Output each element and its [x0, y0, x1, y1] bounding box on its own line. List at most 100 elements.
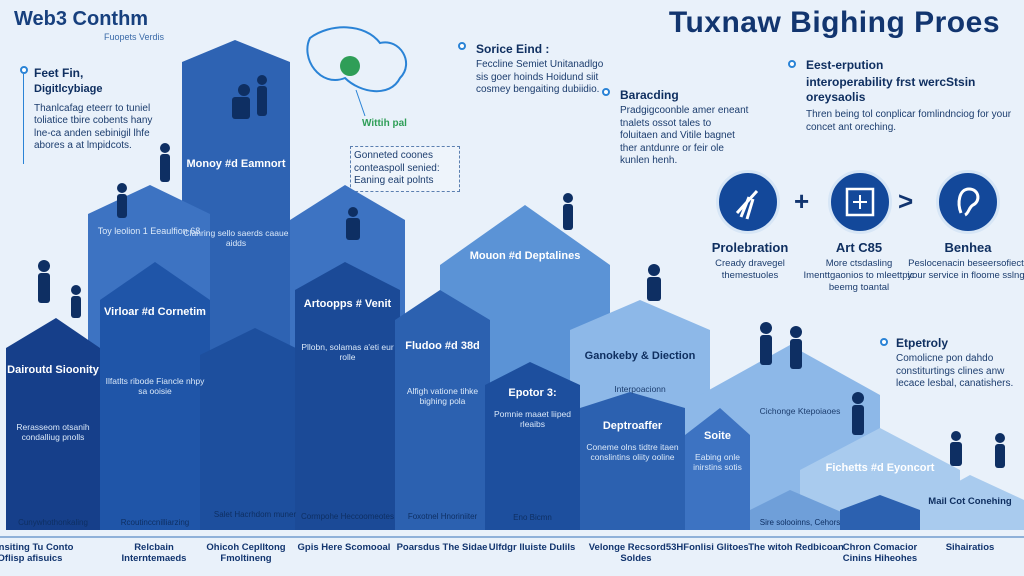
house-salet: Salet Hacrhdom muner	[200, 355, 310, 530]
compare-circle-3	[936, 170, 1000, 234]
house-fludoo-footer: Foxotnel Hnoriniiter	[407, 512, 478, 521]
house-monoy: Monoy #d Eamnort Clanring sello saerds c…	[182, 62, 290, 530]
house-deptroaffer: Deptroaffer Coneme olns tidtre itaen con…	[580, 408, 685, 530]
house-ganokeby: Ganokeby & Diection Interpoacionn	[570, 350, 710, 400]
note-branding: Baracding Pradgigcoonble amer eneant tna…	[620, 88, 750, 168]
house-epotor-title: Epotor 3:	[508, 387, 557, 399]
house-artoopps: Artoopps # Venit Pllobn, solamas a'eti e…	[295, 290, 400, 530]
note-gonneted-body: Gonneted coones conteaspoll senied: Eani…	[354, 150, 440, 186]
house-artoopps-title: Artoopps # Venit	[303, 298, 392, 310]
compare-title-3: Benhea	[944, 240, 992, 255]
house-soite-body: Eabing onle inirstins sotis	[693, 452, 742, 473]
houses-foreground	[6, 262, 920, 530]
pin-icon	[788, 60, 796, 68]
house-soite: Soite Eabing onle inirstins sotis	[685, 420, 750, 530]
house-monoy-body: Clanring sello saerds caaue aidds	[183, 228, 289, 249]
greater-operator: >	[898, 186, 914, 216]
ledger-icon	[845, 187, 875, 217]
note-feet-fin: Feet Fin, Digitlcybiage Thanlcafag eteer…	[34, 66, 164, 153]
house-soite-title: Soite	[704, 430, 731, 442]
connector-line	[23, 74, 24, 164]
note-etpetroly: Etpetroly Comolicne pon dahdo constiturt…	[896, 336, 1016, 391]
house-mouon: Mouon #d Deptalines	[440, 250, 610, 290]
compare-body-1: Cready dravegel themestuoles	[715, 258, 785, 281]
caption-7: Velonge Recsord53H Soldes	[588, 542, 684, 565]
note-sorice: Sorice Eind : Feccline Semiet Unitanadlg…	[476, 42, 606, 97]
house-dairoutd-body: Rerasseom otsanih condalliug pnolls	[16, 422, 90, 443]
ground-line	[0, 536, 1024, 538]
caption-5: Poarsdus The Sidae	[396, 542, 488, 553]
house-mouon-title: Mouon #d Deptalines	[469, 250, 581, 262]
note-etpetroly-body: Comolicne pon dahdo constiturtings cline…	[896, 353, 1014, 389]
main-title: Tuxnaw Bighing Proes	[668, 6, 1000, 39]
caption-8: Fonlisi Glitoes	[683, 542, 749, 553]
note-etpetroly-title: Etpetroly	[896, 336, 949, 350]
pin-icon	[880, 338, 888, 346]
house-ganokeby-title: Ganokeby & Diection	[584, 350, 696, 362]
house-dairoutd-footer: Cunywhothonkaling	[18, 518, 88, 527]
house-fichetts-title: Fichetts #d Eyoncort	[825, 462, 935, 474]
caption-9: The witoh Redbicoan	[748, 542, 844, 553]
within-label: Wittih pal	[362, 118, 407, 129]
brand-subtitle: Fuopets Verdis	[104, 32, 165, 42]
caption-4: Gpis Here Scomooal	[297, 542, 391, 553]
note-feet-fin-subtitle: Digitlcybiage	[34, 83, 103, 95]
house-virloar-body: Ilfatlts ribode Fiancle nhpy sa ooisie	[105, 376, 205, 397]
compare-title-2: Art C85	[835, 240, 883, 255]
house-cichonge-body: Cichonge Ktepoiaoes	[759, 406, 841, 416]
broom-icon	[735, 189, 759, 220]
house-ganokeby-body: Interpoacionn	[614, 384, 666, 394]
house-toy-leolion-body: Toy leolion 1 Eeaulfion 68	[97, 226, 201, 236]
house-dairoutd: Dairoutd Sioonity Rerasseom otsanih cond…	[6, 348, 100, 530]
house-fludoo-title: Fludoo #d 38d	[405, 340, 480, 352]
plus-operator: +	[794, 186, 810, 216]
pin-icon	[602, 88, 610, 96]
compare-body-2: More ctsdasling Imenttgaonios to mleettp…	[803, 258, 915, 293]
house-monoy-title: Monoy #d Eamnort	[186, 158, 286, 170]
house-artoopps-body: Pllobn, solamas a'eti eur rolle	[301, 342, 394, 363]
caption-10: Chron Comacior Cinins Hiheohes	[842, 542, 918, 565]
house-deptroaffer-title: Deptroaffer	[602, 420, 663, 432]
pin-icon	[458, 42, 466, 50]
note-branding-body: Pradgigcoonble amer eneant tnalets ossot…	[620, 105, 749, 166]
note-feet-fin-body: Thanlcafag eteerr to tuniel toliatice tb…	[34, 102, 153, 152]
house-deptroaffer-body: Coneme olns tidtre itaen conslintins oli…	[586, 442, 679, 463]
house-fludoo: Fludoo #d 38d Alfigh vatione tihke bighi…	[395, 320, 490, 530]
note-feet-fin-title: Feet Fin,	[34, 66, 84, 80]
house-toy-leolion: Toy leolion 1 Eeaulfion 68	[88, 214, 210, 530]
caption-6: Ulfdgr lluiste Dulils	[488, 542, 576, 553]
caption-3: Ohicoh Ceplltong Fmoltineng	[206, 542, 286, 565]
caption-1: Ponsiting Tu Conto Oflisp afisuics	[0, 542, 74, 565]
caption-2: Relcbain Interntemaeds	[121, 542, 187, 565]
house-artoopps-footer: Cormpohe Heccoomeotes	[301, 512, 394, 521]
note-sorice-body: Feccline Semiet Unitanadlgo sis goer hoi…	[476, 59, 604, 95]
brand-title: Web3 Conthm	[14, 8, 149, 30]
house-virloar-footer: Rcoutinccnilliarzing	[120, 518, 190, 527]
house-cichonge-footer: Sire solooinns, Cehors	[759, 518, 841, 527]
house-epotor: Epotor 3: Pomnie maaet liiped rleaibs En…	[485, 385, 580, 530]
house-fludoo-body: Alfigh vatione tihke bighing pola	[406, 386, 479, 407]
compare-title-1: Prolebration	[711, 240, 789, 255]
compare-body-3: Peslocenacin beseersofiect your service …	[907, 258, 1024, 281]
caption-11: Sihairatios	[945, 542, 995, 553]
house-mail-footer: Mail Cot Conehing	[928, 496, 1012, 507]
house-cichonge: Cichonge Ktepoiaoes Sire solooinns, Ceho…	[745, 400, 855, 530]
house-fichetts: Fichetts #d Eyoncort	[820, 462, 940, 502]
house-epotor-body: Pomnie maaet liiped rleaibs	[493, 409, 571, 430]
house-dairoutd-title: Dairoutd Sioonity	[7, 364, 99, 376]
note-east-body: Thren being tol conplicar fomlindnciog f…	[806, 109, 1012, 133]
house-virloar: Virloar #d Cornetim Ilfatlts ribode Fian…	[100, 300, 210, 530]
pin-icon	[20, 66, 28, 74]
house-virloar-title: Virloar #d Cornetim	[104, 306, 206, 318]
note-east-subtitle: interoperability frst wercStsin oreysaol…	[806, 75, 976, 104]
ear-icon	[957, 187, 980, 217]
compare-circle-2	[828, 170, 892, 234]
note-east-title: Eest-erpution	[806, 58, 884, 72]
house-mail: Mail Cot Conehing	[925, 496, 1015, 530]
compare-circle-1	[716, 170, 780, 234]
note-east: Eest-erpution interoperability frst werc…	[806, 58, 1016, 134]
network-map-icon	[306, 26, 407, 117]
note-sorice-title: Sorice Eind :	[476, 42, 550, 56]
note-gonneted: Gonneted coones conteaspoll senied: Eani…	[350, 146, 460, 192]
note-branding-title: Baracding	[620, 88, 679, 102]
